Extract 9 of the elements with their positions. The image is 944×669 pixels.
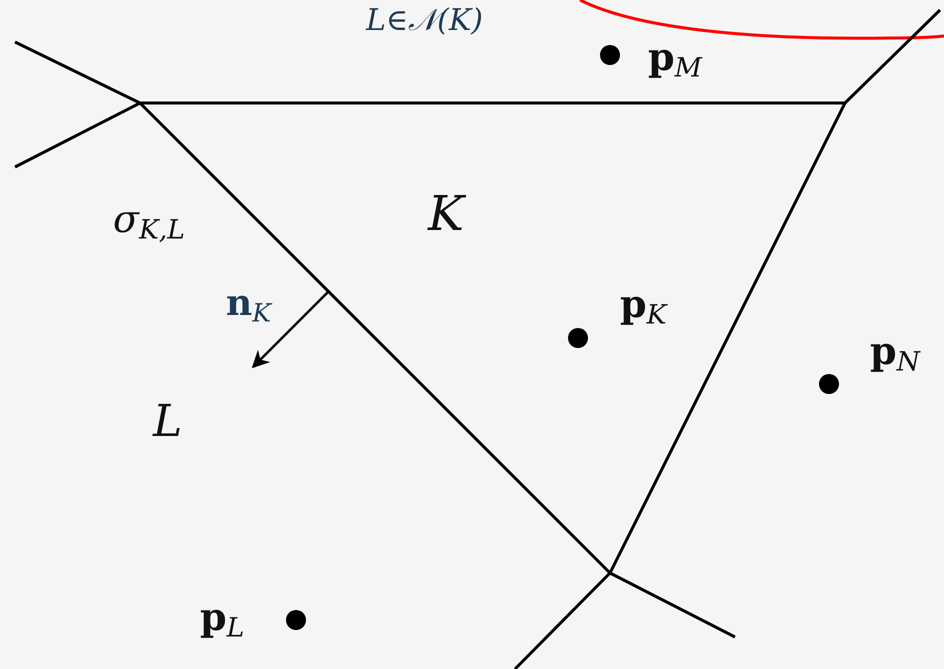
point-label: p$_{L}$ bbox=[200, 598, 244, 642]
point-label: p$_{N}$ bbox=[870, 332, 920, 376]
vector-label: n$_{K}$ bbox=[226, 285, 272, 326]
point-label: p$_{M}$ bbox=[648, 38, 702, 82]
cell-label: K bbox=[428, 190, 464, 238]
set-label: L∈𝒩(K) bbox=[366, 6, 483, 36]
cell-label: L bbox=[153, 400, 182, 444]
face-label: σ$_{K,L}$ bbox=[113, 200, 185, 244]
point-label: p$_{K}$ bbox=[620, 285, 666, 330]
